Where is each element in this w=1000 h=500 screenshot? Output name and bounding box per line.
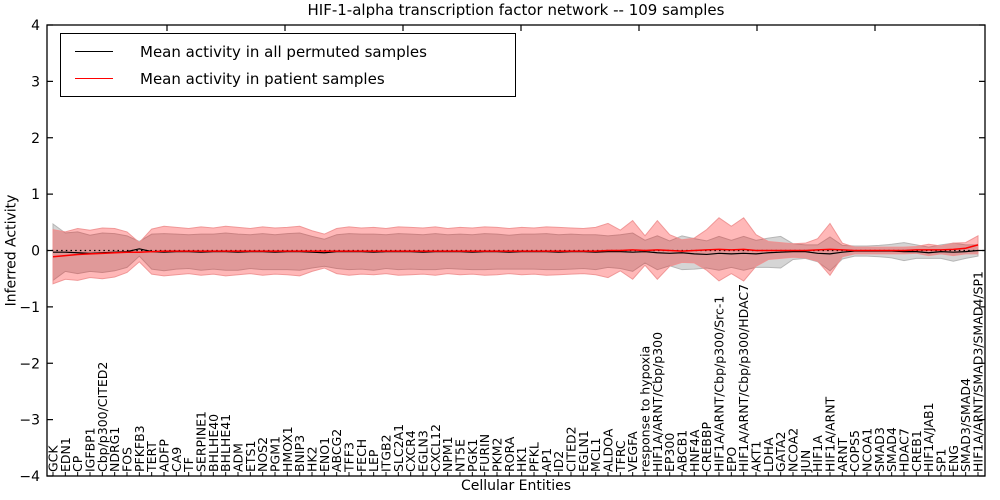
x-tick-label: NOS2 [255,437,270,472]
y-tick-label: 0 [31,244,40,260]
x-tick-label: ABCG2 [329,429,344,472]
chart-title: HIF-1-alpha transcription factor network… [307,1,725,19]
x-tick-label: CXCL12 [428,424,443,472]
legend-box: Mean activity in all permuted samples Me… [60,33,516,97]
x-tick-label: LDHA [761,437,776,472]
x-tick-label: ENO1 [317,437,332,472]
x-tick-label: ITGB2 [379,434,394,472]
x-axis-label: Cellular Entities [460,478,572,494]
x-tick-label: AP1 [539,448,554,472]
legend-entry-patient: Mean activity in patient samples [61,70,515,88]
x-tick-label: LEP [366,449,381,472]
x-tick-label: ARNT [835,437,850,472]
x-tick-label: NCOA1 [860,428,875,472]
x-tick-label: NPM1 [440,436,455,472]
x-tick-label: JUN [798,450,813,473]
x-tick-label: NCOA2 [786,428,801,472]
x-tick-label: CITED2 [564,426,579,472]
x-tick-label: GATA2 [773,432,788,472]
x-tick-label: BHLHE40 [206,414,221,472]
x-tick-label: Cbp/p300/CITED2 [95,362,110,472]
x-tick-label: TF [181,457,196,473]
x-tick-label: SP1 [934,449,949,472]
x-tick-label: MCL1 [588,438,603,472]
x-tick-label: RORA [502,436,517,472]
x-tick-label: EDN1 [58,437,73,472]
x-tick-label: PFKFB3 [132,425,147,472]
x-tick-label: TERT [144,441,159,473]
y-axis-label: Inferred Activity [3,194,20,307]
x-tick-label: GCK [46,445,61,472]
patient-mean-line [52,244,979,258]
x-tick-label: CP [70,455,85,472]
x-tick-label: COPS5 [847,430,862,472]
x-tick-label: SMAD3 [872,427,887,472]
x-tick-label: BNIP3 [292,435,307,472]
y-tick-label: 2 [31,131,40,147]
x-tick-label: HIF1A [810,435,825,472]
y-tick-label: −4 [19,469,40,485]
legend-label-permuted: Mean activity in all permuted samples [140,42,427,61]
y-tick-label: 3 [31,74,40,90]
x-tick-label: HK2 [305,446,320,472]
x-tick-label: HIF1A/ARNT/Cbp/p300 [650,332,665,472]
x-tick-label: HIF1A/JAB1 [921,402,936,472]
y-tick-label: −1 [19,300,40,316]
x-tick-label: AKT1 [749,441,764,472]
x-tick-label: CREBBP [699,422,714,472]
x-tick-label: SERPINE1 [194,411,209,472]
x-tick-label: ADM [231,443,246,472]
x-tick-label: FECH [354,439,369,472]
x-tick-label: HIF1A/ARNT/Cbp/p300/HDAC7 [736,284,751,472]
x-tick-label: EGLN1 [576,430,591,472]
x-tick-label: HMOX1 [280,426,295,472]
x-tick-label: CA9 [169,447,184,472]
y-tick-label: −2 [19,356,40,372]
x-tick-label: SLC2A1 [391,424,406,472]
x-tick-label: HNF4A [687,429,702,472]
x-tick-label: ID2 [551,451,566,472]
x-tick-label: HIF1A/ARNT/Cbp/p300/Src-1 [712,296,727,472]
x-tick-label: NDRG1 [107,427,122,472]
x-tick-label: VEGFA [625,431,640,472]
x-tick-label: BHLHE41 [218,414,233,472]
x-tick-label: HK1 [514,446,529,472]
permuted-mean-line [53,248,979,256]
x-tick-label: HIF1A/ARNT [823,396,838,472]
y-tick-label: 1 [31,187,40,203]
x-tick-label: ETS1 [243,441,258,472]
x-tick-label: EPO [724,447,739,472]
x-tick-label: PKM2 [490,438,505,472]
x-tick-label: TFF3 [342,442,357,473]
x-tick-label: response to hypoxia [638,346,653,472]
y-tick-label: 4 [31,18,40,34]
x-tick-label: ALDOA [601,428,616,472]
x-tick-label: CREB1 [909,430,924,472]
x-tick-label: EP300 [662,433,677,472]
x-tick-label: PFKL [527,442,542,472]
x-tick-label: CXCR4 [403,430,418,472]
legend-label-patient: Mean activity in patient samples [140,69,385,88]
x-tick-label: NT5E [453,439,468,472]
x-tick-label: PGK1 [465,439,480,472]
legend-entry-permuted: Mean activity in all permuted samples [61,43,515,61]
x-tick-label: FURIN [477,434,492,472]
permuted-line-swatch [75,51,113,52]
x-tick-label: ENG [946,445,961,472]
y-tick-label: −3 [19,413,40,429]
x-tick-label: IGFBP1 [83,427,98,472]
x-tick-label: HIF1A/ARNT/SMAD3/SMAD4/SP1 [971,271,986,472]
x-tick-label: HDAC7 [897,428,912,472]
x-tick-label: PGM1 [268,436,283,472]
x-tick-label: SMAD4 [884,427,899,472]
x-tick-label: SMAD3/SMAD4 [958,378,973,472]
x-tick-label: FOS [120,447,135,472]
x-tick-label: ADFP [157,439,172,472]
x-tick-label: EGLN3 [416,430,431,472]
x-tick-label: ABCB1 [675,430,690,472]
x-tick-label: TFRC [613,440,628,473]
patient-line-swatch [75,78,113,79]
